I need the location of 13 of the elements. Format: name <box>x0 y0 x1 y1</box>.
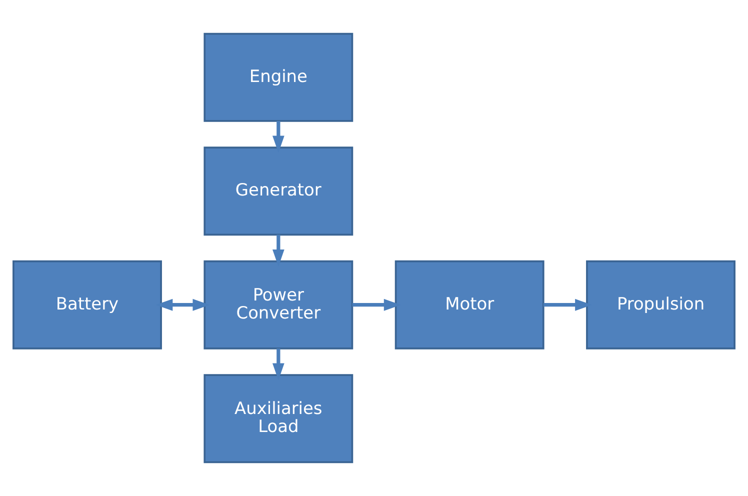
arrow <box>156 298 210 311</box>
node-box: Power Converter <box>204 260 354 350</box>
node-box: Auxiliaries Load <box>204 374 354 464</box>
node-box: Battery <box>12 260 162 350</box>
node-box: Engine <box>204 32 354 122</box>
node-box: Motor <box>394 260 544 350</box>
arrow <box>272 348 284 380</box>
node-box: Propulsion <box>586 260 736 350</box>
arrow <box>272 121 284 153</box>
arrow <box>272 234 284 266</box>
arrow <box>544 298 592 311</box>
node-box: Generator <box>204 146 354 236</box>
arrow <box>352 298 401 311</box>
